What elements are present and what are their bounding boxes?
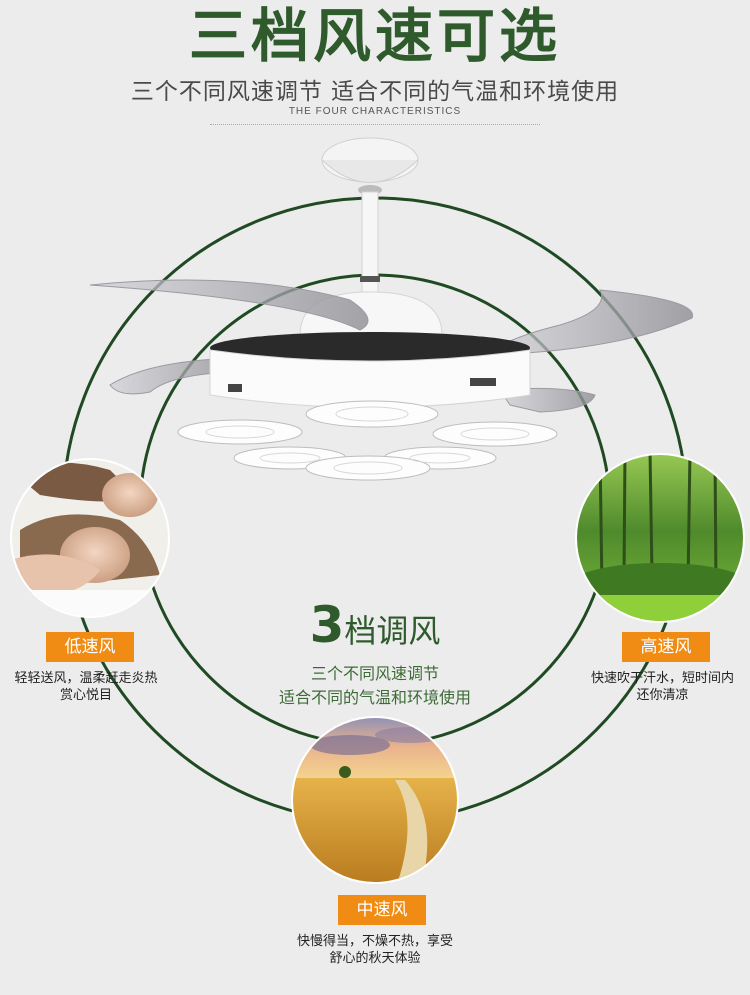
mode-desc-medium-2: 舒心的秋天体验 — [329, 951, 421, 966]
center-line-2: 适合不同的气温和环境使用 — [278, 688, 471, 707]
mode-desc-medium-1: 快慢得当，不燥不热，享受 — [296, 934, 453, 949]
page-title: 三档风速可选 — [188, 2, 561, 70]
mode-badge-low: 低速风 — [46, 632, 134, 662]
center-word: 档调风 — [344, 612, 441, 650]
mode-desc-high-2: 还你清凉 — [636, 688, 689, 703]
wheat-field-photo — [291, 716, 459, 884]
center-number: 3 — [309, 596, 345, 654]
mode-badge-high: 高速风 — [622, 632, 710, 662]
forest-photo — [575, 453, 745, 623]
mode-badge-medium: 中速风 — [338, 895, 426, 925]
mode-desc-low-1: 轻轻送风，温柔赶走炎热 — [14, 671, 158, 686]
english-caption: THE FOUR CHARACTERISTICS — [288, 106, 462, 117]
ceiling-fan-image — [89, 137, 694, 481]
mode-desc-low-2: 赏心悦目 — [59, 688, 112, 703]
center-line-1: 三个不同风速调节 — [310, 664, 439, 683]
sleeping-people-photo — [10, 458, 170, 618]
caption-divider — [210, 124, 540, 125]
mode-desc-high-1: 快速吹干汗水，短时间内 — [590, 671, 734, 686]
page-subtitle: 三个不同风速调节 适合不同的气温和环境使用 — [130, 79, 620, 105]
center-heading: 3档调风 — [0, 595, 750, 667]
